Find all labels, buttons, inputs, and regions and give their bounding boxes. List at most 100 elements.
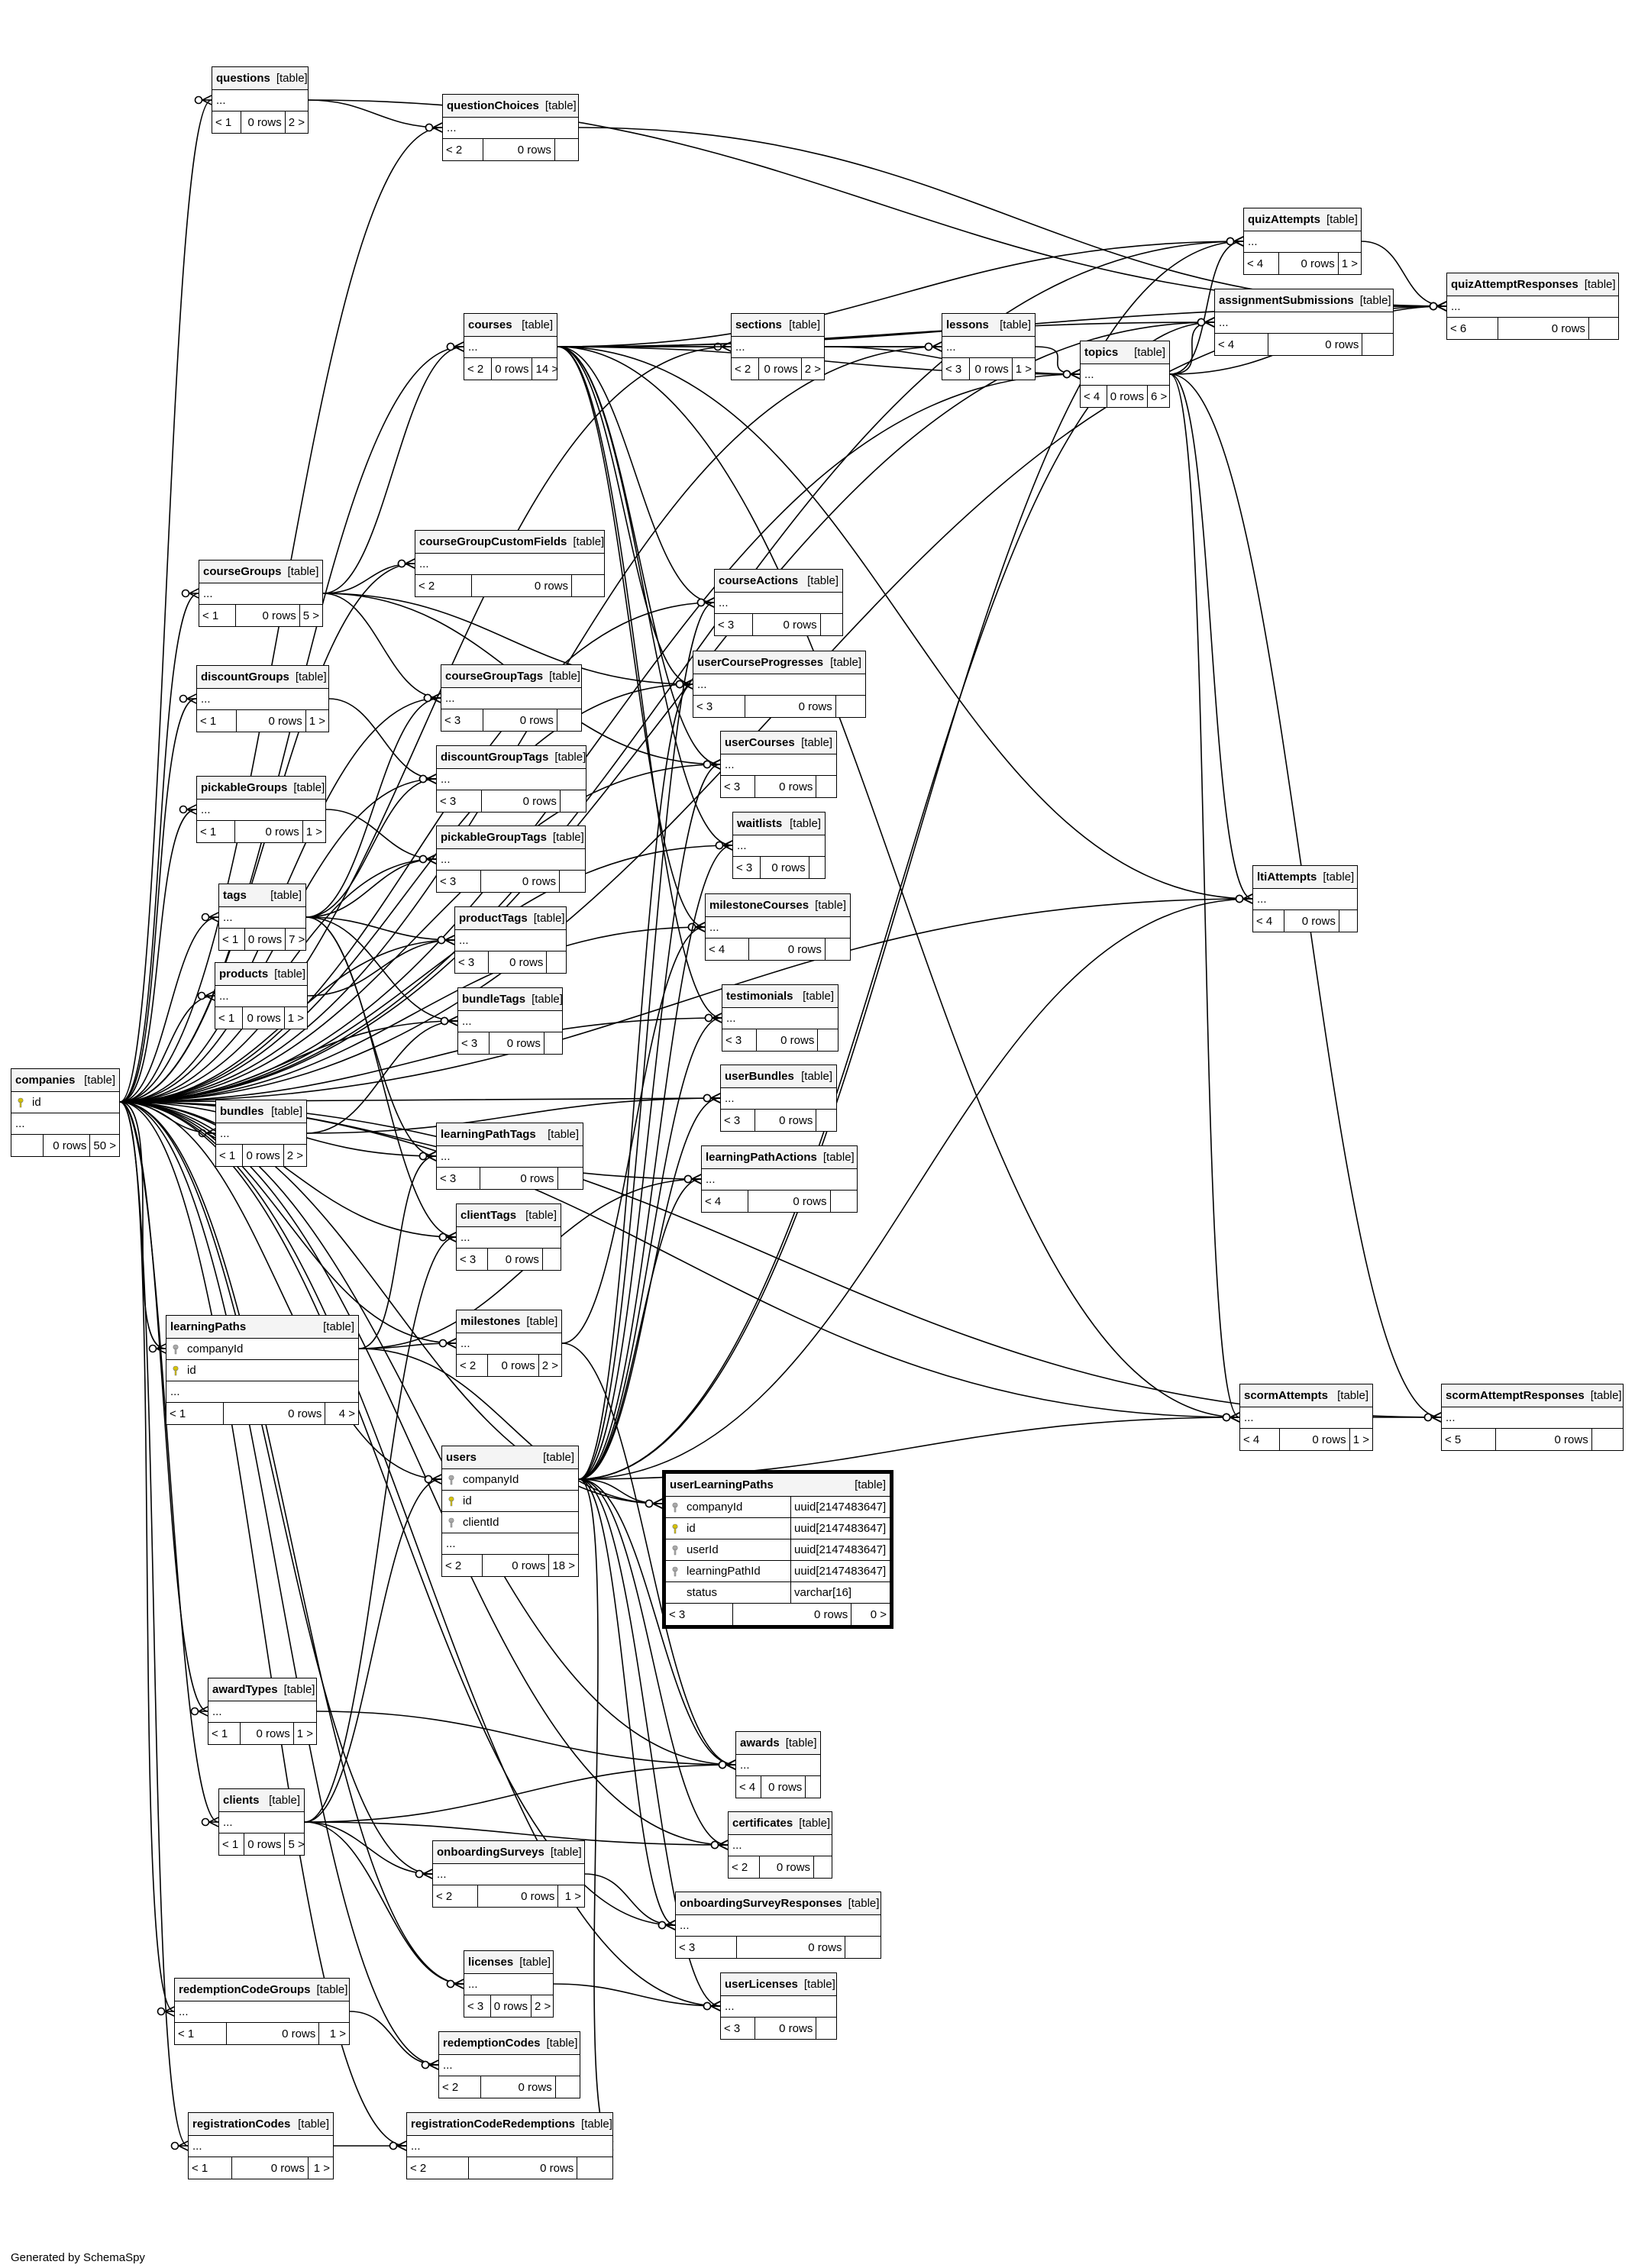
parent-count[interactable]: < 2 — [464, 358, 493, 380]
child-count[interactable]: 1 > — [564, 1889, 581, 1903]
parent-count[interactable]: < 3 — [721, 2018, 756, 2039]
child-count[interactable] — [555, 139, 578, 160]
child-count[interactable]: 2 > — [541, 1359, 558, 1372]
child-count[interactable]: 50 > — [93, 1139, 116, 1152]
child-count[interactable]: 2 > — [288, 115, 305, 129]
parent-count[interactable]: < 4 — [1215, 334, 1268, 355]
parent-count[interactable]: < 2 — [457, 1355, 489, 1376]
child-count[interactable] — [818, 1029, 838, 1051]
parent-count[interactable]: < 1 — [215, 1007, 243, 1029]
parent-count[interactable]: < 4 — [1240, 1429, 1280, 1450]
table-header[interactable]: bundles[table] — [216, 1100, 306, 1123]
table-header[interactable]: sections[table] — [732, 314, 824, 337]
collapsed-columns[interactable]: ... — [1081, 364, 1169, 386]
parent-count[interactable]: < 3 — [721, 776, 756, 797]
parent-count[interactable]: < 4 — [1244, 253, 1279, 274]
child-count[interactable] — [572, 575, 604, 596]
parent-count[interactable]: < 3 — [464, 1995, 491, 2017]
child-count[interactable]: 0 > — [870, 1607, 887, 1621]
table-header[interactable]: quizAttemptResponses[table] — [1447, 273, 1618, 296]
parent-count[interactable]: < 3 — [437, 1168, 481, 1189]
collapsed-columns[interactable]: ... — [457, 1227, 561, 1249]
collapsed-columns[interactable]: ... — [1244, 231, 1361, 253]
parent-count[interactable]: < 3 — [437, 790, 482, 812]
collapsed-columns[interactable]: ... — [1240, 1407, 1372, 1429]
collapsed-columns[interactable]: ... — [464, 1974, 553, 1995]
child-count[interactable]: 1 > — [296, 1727, 313, 1740]
table-header[interactable]: courseActions[table] — [715, 570, 842, 593]
parent-count[interactable]: < 6 — [1447, 318, 1499, 339]
parent-count[interactable]: < 1 — [219, 929, 245, 950]
collapsed-columns[interactable]: ... — [437, 769, 586, 790]
table-header[interactable]: redemptionCodes[table] — [439, 2032, 580, 2055]
table-header[interactable]: registrationCodeRedemptions[table] — [407, 2113, 612, 2136]
table-header[interactable]: discountGroups[table] — [197, 666, 328, 689]
child-count[interactable] — [836, 696, 865, 717]
parent-count[interactable]: < 3 — [437, 871, 482, 892]
child-count[interactable] — [816, 776, 836, 797]
parent-count[interactable]: < 2 — [732, 358, 760, 380]
collapsed-columns[interactable]: ... — [189, 2136, 333, 2157]
collapsed-columns[interactable]: ... — [443, 118, 578, 139]
child-count[interactable] — [1589, 318, 1618, 339]
table-header[interactable]: licenses[table] — [464, 1951, 553, 1974]
collapsed-columns[interactable]: ... — [722, 1008, 838, 1029]
collapsed-columns[interactable]: ... — [1442, 1407, 1623, 1429]
collapsed-columns[interactable]: ... — [442, 1533, 578, 1555]
collapsed-columns[interactable]: ... — [721, 1088, 836, 1110]
table-header[interactable]: courseGroupTags[table] — [441, 665, 581, 688]
table-header[interactable]: learningPathTags[table] — [437, 1123, 583, 1146]
table-header[interactable]: registrationCodes[table] — [189, 2113, 333, 2136]
child-count[interactable] — [1339, 910, 1357, 932]
table-header[interactable]: clientTags[table] — [457, 1204, 561, 1227]
parent-count[interactable]: < 1 — [219, 1833, 245, 1855]
table-header[interactable]: scormAttemptResponses[table] — [1442, 1384, 1623, 1407]
parent-count[interactable]: < 2 — [442, 1555, 483, 1576]
parent-count[interactable]: < 2 — [415, 575, 473, 596]
table-header[interactable]: scormAttempts[table] — [1240, 1384, 1372, 1407]
child-count[interactable]: 2 > — [286, 1149, 303, 1162]
child-count[interactable]: 1 > — [329, 2027, 346, 2040]
table-header[interactable]: questionChoices[table] — [443, 95, 578, 118]
table-registrationCodeRedemptions[interactable]: registrationCodeRedemptions[table]...< 2… — [406, 2112, 613, 2179]
collapsed-columns[interactable]: ... — [1447, 296, 1618, 318]
child-count[interactable]: 7 > — [289, 932, 305, 946]
child-count[interactable] — [845, 1937, 881, 1958]
collapsed-columns[interactable]: ... — [11, 1113, 119, 1135]
collapsed-columns[interactable]: ... — [197, 800, 325, 821]
table-header[interactable]: learningPaths[table] — [166, 1316, 358, 1339]
child-count[interactable]: 18 > — [552, 1559, 575, 1572]
table-header[interactable]: lessons[table] — [942, 314, 1035, 337]
parent-count[interactable]: < 1 — [166, 1403, 225, 1424]
child-count[interactable] — [547, 951, 566, 973]
parent-count[interactable]: < 1 — [197, 821, 236, 842]
collapsed-columns[interactable]: ... — [197, 689, 328, 710]
child-count[interactable] — [816, 2018, 836, 2039]
table-header[interactable]: ltiAttempts[table] — [1253, 866, 1357, 889]
collapsed-columns[interactable]: ... — [208, 1701, 316, 1723]
child-count[interactable]: 1 > — [287, 1011, 304, 1025]
parent-count[interactable]: < 3 — [455, 951, 489, 973]
